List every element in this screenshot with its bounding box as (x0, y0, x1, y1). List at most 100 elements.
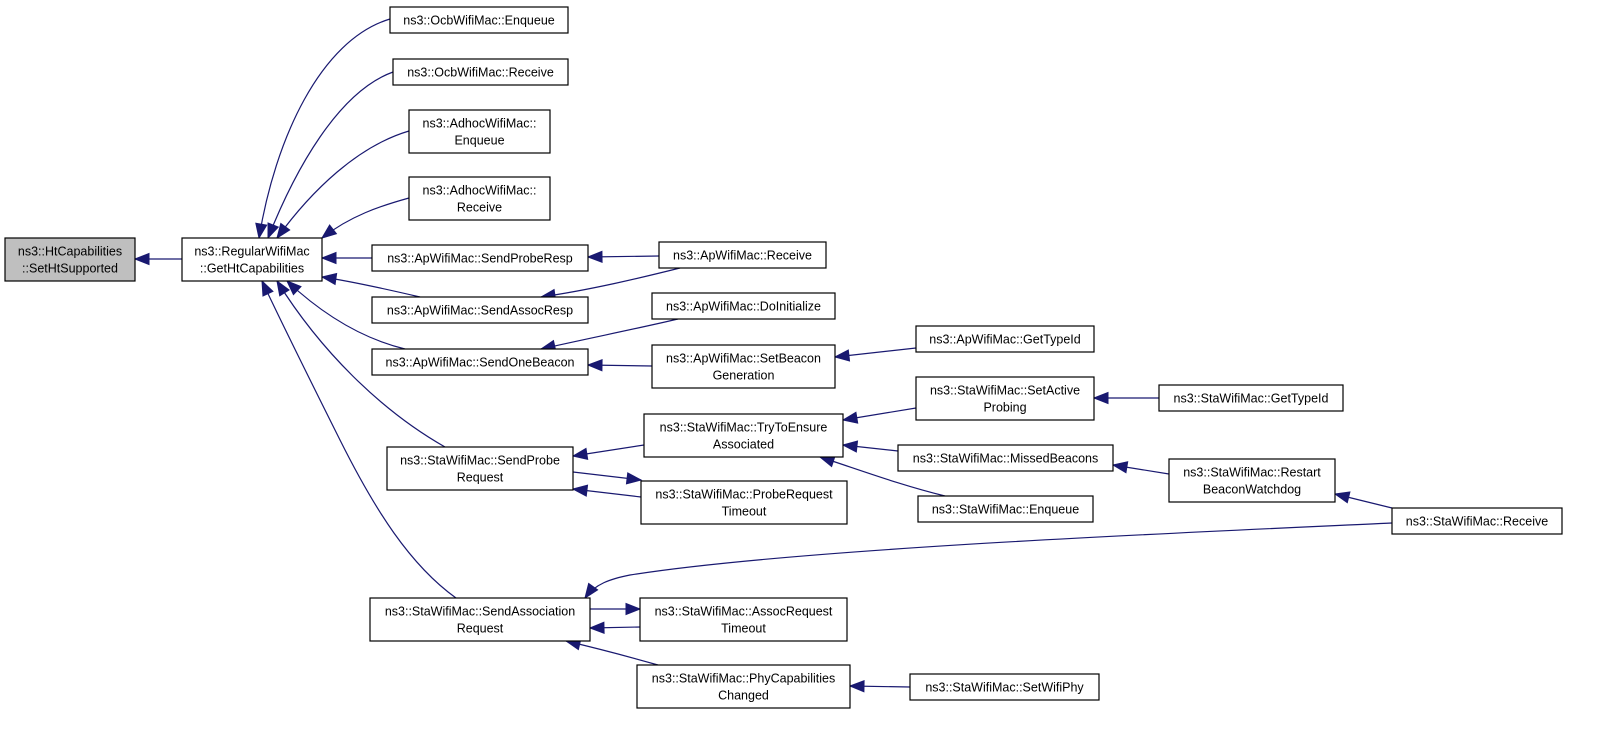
node-apSendAssocResp[interactable]: ns3::ApWifiMac::SendAssocResp (371, 296, 589, 324)
node-box (408, 109, 551, 154)
node-label: ns3::HtCapabilities (18, 245, 122, 259)
node-label: Timeout (722, 505, 767, 519)
edge-line (540, 318, 679, 350)
arrowhead (841, 440, 859, 453)
arrowhead (267, 222, 280, 240)
node-label: Request (457, 622, 504, 636)
node-box (917, 495, 1094, 523)
edge-staReceive-to-staRestartBeaconWatchdog (1333, 491, 1393, 509)
node-label: BeaconWatchdog (1203, 483, 1301, 497)
node-apDoInitialize[interactable]: ns3::ApWifiMac::DoInitialize (651, 292, 836, 320)
arrowhead (320, 272, 338, 286)
edge-line (321, 276, 421, 298)
arrowhead (571, 447, 589, 460)
node-box (408, 176, 551, 221)
edge-adhocReceive-to-getHtCapabilities (320, 197, 410, 239)
node-label: ns3::StaWifiMac::ProbeRequest (655, 488, 833, 502)
edge-line (276, 280, 446, 448)
node-adhocEnqueue[interactable]: ns3::AdhocWifiMac::Enqueue (408, 109, 551, 154)
edge-line (276, 130, 410, 239)
node-label: Enqueue (454, 134, 504, 148)
node-label: Changed (718, 689, 769, 703)
node-box (392, 58, 569, 86)
edge-staRestartBeaconWatchdog-to-staMissedBeacons (1111, 461, 1170, 475)
node-staGetTypeId[interactable]: ns3::StaWifiMac::GetTypeId (1158, 384, 1344, 412)
arrowhead (571, 484, 589, 497)
node-staReceive[interactable]: ns3::StaWifiMac::Receive (1391, 507, 1563, 535)
node-apSendOneBeacon[interactable]: ns3::ApWifiMac::SendOneBeacon (371, 348, 589, 376)
arrowhead (848, 680, 865, 693)
node-apSendProbeResp[interactable]: ns3::ApWifiMac::SendProbeResp (371, 244, 589, 272)
node-box (389, 6, 569, 34)
edge-staSendProbeRequest-to-staProbeRequestTimeout (572, 471, 643, 485)
edge-getHtCapabilities-to-setHtSupported (133, 252, 182, 266)
node-label: Timeout (721, 622, 766, 636)
node-label: ns3::ApWifiMac::DoInitialize (666, 300, 821, 314)
edge-staTryToEnsureAssociated-to-staSendProbeRequest (571, 444, 645, 460)
node-getHtCapabilities[interactable]: ns3::RegularWifiMac::GetHtCapabilities (181, 237, 323, 282)
node-label: ns3::ApWifiMac::GetTypeId (929, 333, 1080, 347)
nodes-layer: ns3::HtCapabilities::SetHtSupportedns3::… (4, 6, 1563, 709)
node-apGetTypeId[interactable]: ns3::ApWifiMac::GetTypeId (915, 325, 1095, 353)
node-label: ns3::StaWifiMac::TryToEnsure (660, 421, 828, 435)
arrowhead (625, 472, 643, 485)
arrowhead (625, 602, 642, 616)
edge-apGetTypeId-to-apSetBeaconGeneration (833, 347, 917, 362)
node-box (640, 480, 848, 525)
node-ocbReceive[interactable]: ns3::OcbWifiMac::Receive (392, 58, 569, 86)
edge-line (267, 71, 394, 239)
node-box (636, 664, 851, 709)
node-adhocReceive[interactable]: ns3::AdhocWifiMac::Receive (408, 176, 551, 221)
node-label: ns3::StaWifiMac::Restart (1183, 466, 1321, 480)
node-box (371, 296, 589, 324)
node-label: ns3::StaWifiMac::SetActive (930, 384, 1080, 398)
node-label: Request (457, 471, 504, 485)
edge-apSendAssocResp-to-getHtCapabilities (320, 272, 421, 298)
node-label: Receive (457, 201, 502, 215)
edge-line (540, 267, 681, 298)
node-box (1391, 507, 1563, 535)
arrowhead (286, 280, 302, 296)
node-label: ns3::OcbWifiMac::Receive (407, 66, 554, 80)
edge-staSendProbeRequest-to-getHtCapabilities (276, 279, 446, 448)
node-box (1158, 384, 1344, 412)
edge-staMissedBeacons-to-staTryToEnsureAssociated (841, 440, 899, 453)
node-staEnqueue[interactable]: ns3::StaWifiMac::Enqueue (917, 495, 1094, 523)
node-label: Associated (713, 438, 774, 452)
node-apReceive[interactable]: ns3::ApWifiMac::Receive (658, 241, 827, 269)
edge-line (286, 280, 406, 350)
edge-line (584, 522, 1393, 599)
arrowhead (586, 250, 603, 264)
node-staSetWifiPhy[interactable]: ns3::StaWifiMac::SetWifiPhy (909, 673, 1100, 701)
edge-ocbReceive-to-getHtCapabilities (267, 71, 394, 240)
node-label: ns3::StaWifiMac::GetTypeId (1174, 392, 1329, 406)
arrowhead (320, 224, 338, 239)
node-setHtSupported: ns3::HtCapabilities::SetHtSupported (4, 237, 136, 282)
arrowhead (276, 279, 290, 297)
node-box (651, 344, 836, 389)
arrowhead (833, 349, 851, 362)
node-label: Generation (713, 369, 775, 383)
edge-apSetBeaconGeneration-to-apSendOneBeacon (586, 358, 653, 372)
node-box (369, 597, 591, 642)
node-box (915, 325, 1095, 353)
node-box (4, 237, 136, 282)
node-staMissedBeacons[interactable]: ns3::StaWifiMac::MissedBeacons (897, 444, 1114, 472)
edge-staSendAssociationRequest-to-getHtCapabilities (261, 279, 457, 599)
edge-line (258, 18, 391, 239)
arrowhead (1333, 491, 1351, 504)
arrowhead (588, 621, 605, 634)
node-ocbEnqueue[interactable]: ns3::OcbWifiMac::Enqueue (389, 6, 569, 34)
edge-staSetActiveProbing-to-staTryToEnsureAssociated (841, 407, 917, 424)
node-box (386, 446, 574, 491)
arrowhead (841, 411, 859, 424)
